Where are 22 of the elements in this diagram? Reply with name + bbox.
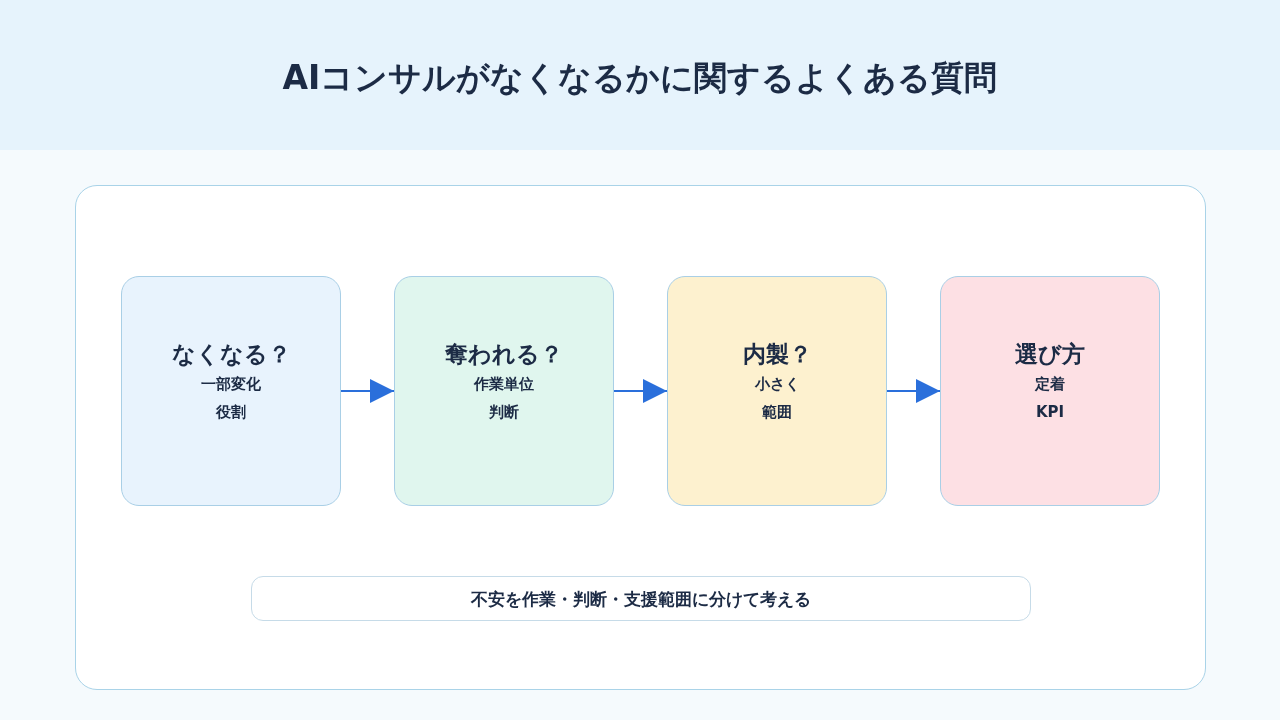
arrow <box>613 379 668 403</box>
box-heading: なくなる？ <box>171 340 291 369</box>
question-box <box>121 276 341 506</box>
box-text: 範囲 <box>762 402 792 423</box>
box-heading: 選び方 <box>1015 340 1085 369</box>
question-box <box>394 276 614 506</box>
title: AIコンサルがなくなるかに関するよくある質問 <box>281 57 999 99</box>
box-heading: 奪われる？ <box>445 340 563 369</box>
box-text: 役割 <box>216 402 246 423</box>
summary-box <box>251 576 1031 621</box>
box-text: 判断 <box>489 402 519 423</box>
box-text: 一部変化 <box>201 374 261 395</box>
arrow <box>340 379 395 403</box>
question-box <box>940 276 1160 506</box>
box-text: KPI <box>1035 402 1065 423</box>
summary-text: 不安を作業・判断・支援範囲に分けて考える <box>471 587 811 611</box>
arrow <box>886 379 941 403</box>
box-text: 作業単位 <box>474 374 534 395</box>
question-box <box>667 276 887 506</box>
box-heading: 内製？ <box>742 340 812 369</box>
box-text: 小さく <box>754 374 800 395</box>
box-text: 定着 <box>1035 374 1065 395</box>
